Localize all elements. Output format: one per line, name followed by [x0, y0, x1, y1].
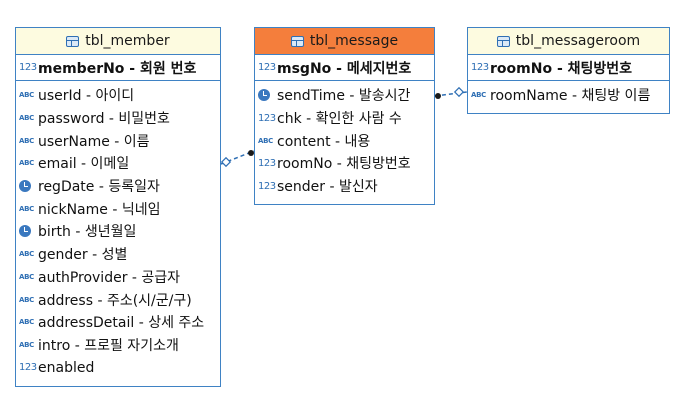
text-type-icon: ABC [19, 204, 34, 213]
column-row[interactable]: sendTime - 발송시간 [255, 84, 434, 107]
datetime-clock-icon [19, 225, 31, 238]
datetime-clock-icon [19, 180, 31, 193]
table-tbl-message[interactable]: tbl_message 123 msgNo - 메세지번호 sendTime -… [254, 27, 435, 205]
text-type-icon: ABC [19, 318, 34, 327]
column-row[interactable]: 123 chk - 확인한 사람 수 [255, 107, 434, 130]
datetime-clock-icon [258, 89, 270, 102]
text-type-icon: ABC [19, 272, 34, 281]
column-label: gender - 성별 [38, 247, 128, 264]
column-row[interactable]: ABC userId - 아이디 [16, 84, 220, 107]
column-label: userName - 이름 [38, 133, 150, 150]
column-label: email - 이메일 [38, 156, 130, 173]
column-label: addressDetail - 상세 주소 [38, 315, 205, 332]
text-type-icon: ABC [258, 136, 273, 145]
column-label: content - 내용 [277, 133, 371, 150]
number-type-icon: 123 [19, 362, 37, 374]
text-type-icon: ABC [19, 159, 34, 168]
key-number-icon: 123 [19, 62, 37, 73]
table-title: tbl_message [309, 33, 399, 49]
table-header-tbl-message[interactable]: tbl_message [255, 28, 434, 55]
text-type-icon: ABC [19, 295, 34, 304]
column-row[interactable]: 123 roomNo - 채팅방번호 [255, 152, 434, 175]
column-label: memberNo - 회원 번호 [38, 60, 197, 77]
column-row[interactable]: ABC gender - 성별 [16, 243, 220, 266]
table-header-tbl-member[interactable]: tbl_member [16, 28, 220, 55]
table-title: tbl_messageroom [515, 33, 641, 49]
column-row[interactable]: regDate - 등록일자 [16, 175, 220, 198]
column-label: password - 비밀번호 [38, 111, 170, 128]
column-row[interactable]: ABC address - 주소(시/군/구) [16, 288, 220, 311]
foreign-key-number-icon: 123 [258, 180, 276, 192]
table-header-tbl-messageroom[interactable]: tbl_messageroom [468, 28, 669, 55]
text-type-icon: ABC [19, 91, 34, 100]
key-number-icon: 123 [258, 62, 276, 73]
column-label: sender - 발신자 [277, 179, 378, 196]
pk-column-row[interactable]: 123 msgNo - 메세지번호 [255, 55, 434, 81]
column-row[interactable]: 123 sender - 발신자 [255, 175, 434, 198]
text-type-icon: ABC [19, 340, 34, 349]
pk-column-row[interactable]: 123 roomNo - 채팅방번호 [468, 55, 669, 81]
column-list: ABC userId - 아이디 ABC password - 비밀번호 ABC… [16, 81, 220, 379]
text-type-icon: ABC [19, 250, 34, 259]
column-label: roomName - 채팅방 이름 [490, 88, 651, 105]
column-row[interactable]: ABC nickName - 닉네임 [16, 197, 220, 220]
number-type-icon: 123 [258, 112, 276, 124]
column-label: roomNo - 채팅방번호 [490, 60, 633, 77]
text-type-icon: ABC [19, 136, 34, 145]
column-label: nickName - 닉네임 [38, 201, 161, 218]
column-row[interactable]: ABC content - 내용 [255, 129, 434, 152]
column-label: authProvider - 공급자 [38, 269, 181, 286]
message-messageroom-relationship[interactable] [434, 86, 468, 99]
column-row[interactable]: ABC intro - 프로필 자기소개 [16, 334, 220, 357]
table-icon [290, 35, 304, 47]
column-label: intro - 프로필 자기소개 [38, 337, 179, 354]
column-label: sendTime - 발송시간 [277, 88, 411, 105]
column-row[interactable]: birth - 생년월일 [16, 220, 220, 243]
column-label: address - 주소(시/군/구) [38, 292, 192, 309]
table-icon [66, 35, 80, 47]
optional-diamond-icon [220, 156, 232, 168]
relationship-end-dot-icon [435, 93, 441, 99]
member-message-relationship[interactable] [220, 150, 255, 168]
relationship-end-dot-icon [248, 150, 254, 156]
column-row[interactable]: ABC password - 비밀번호 [16, 107, 220, 130]
column-label: regDate - 등록일자 [38, 179, 160, 196]
column-label: msgNo - 메세지번호 [277, 60, 412, 77]
column-list: ABC roomName - 채팅방 이름 [468, 81, 669, 107]
column-row[interactable]: 123 enabled [16, 356, 220, 379]
column-row[interactable]: ABC roomName - 채팅방 이름 [468, 84, 669, 107]
text-type-icon: ABC [19, 114, 34, 123]
table-tbl-messageroom[interactable]: tbl_messageroom 123 roomNo - 채팅방번호 ABC r… [467, 27, 670, 114]
column-label: userId - 아이디 [38, 88, 135, 105]
column-row[interactable]: ABC addressDetail - 상세 주소 [16, 311, 220, 334]
column-list: sendTime - 발송시간 123 chk - 확인한 사람 수 ABC c… [255, 81, 434, 197]
column-label: roomNo - 채팅방번호 [277, 156, 411, 173]
table-icon [496, 35, 510, 47]
text-type-icon: ABC [471, 91, 486, 100]
pk-column-row[interactable]: 123 memberNo - 회원 번호 [16, 55, 220, 81]
optional-diamond-icon [453, 86, 465, 98]
column-label: birth - 생년월일 [38, 224, 137, 241]
table-title: tbl_member [85, 33, 170, 49]
key-number-icon: 123 [471, 62, 489, 73]
column-row[interactable]: ABC userName - 이름 [16, 129, 220, 152]
column-row[interactable]: ABC authProvider - 공급자 [16, 266, 220, 289]
column-row[interactable]: ABC email - 이메일 [16, 152, 220, 175]
table-tbl-member[interactable]: tbl_member 123 memberNo - 회원 번호 ABC user… [15, 27, 221, 387]
foreign-key-number-icon: 123 [258, 157, 276, 169]
column-label: enabled [38, 359, 95, 376]
column-label: chk - 확인한 사람 수 [277, 111, 402, 128]
